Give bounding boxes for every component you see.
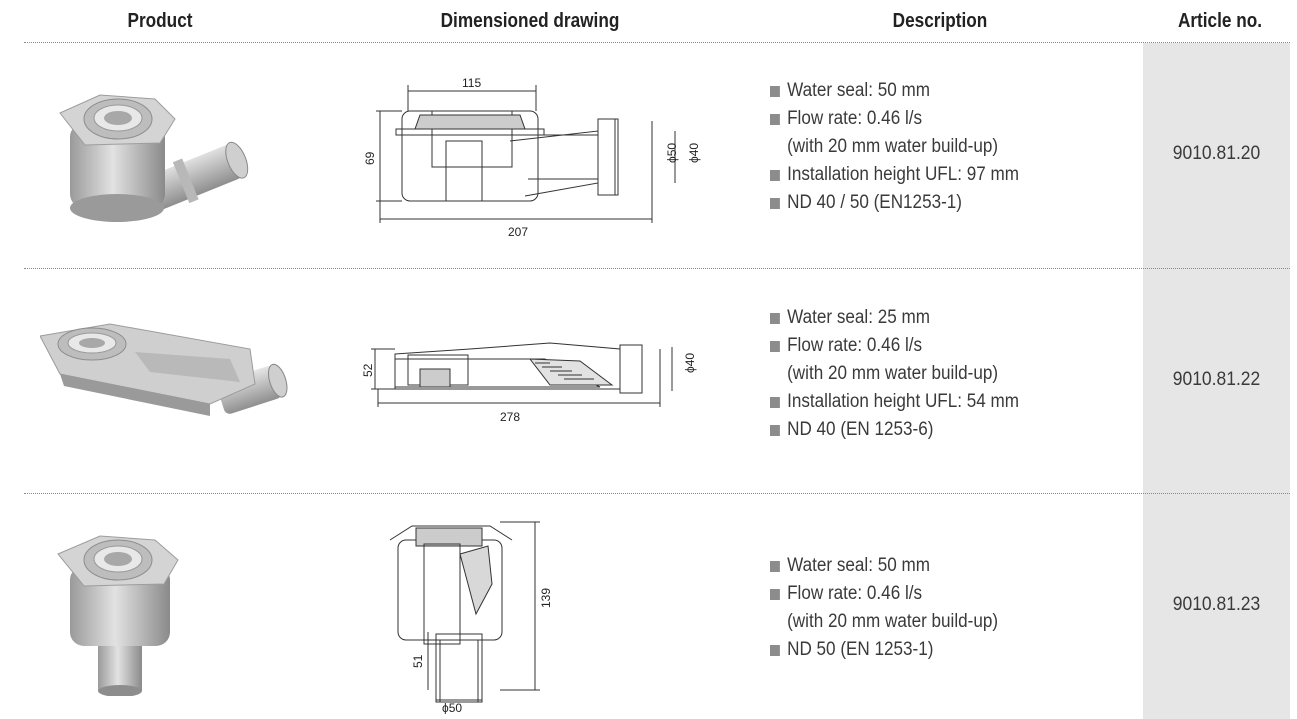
- table-row: 52 278 ϕ40 Water seal: 25 mm Flow rate: …: [0, 269, 1297, 493]
- header-dimensioned-drawing: Dimensioned drawing: [440, 9, 620, 32]
- product-image-9010-81-22: [40, 304, 300, 454]
- svg-text:ϕ40: ϕ40: [683, 353, 697, 373]
- bullet-square-icon: [770, 313, 780, 324]
- list-item: Flow rate: 0.46 l/s: [770, 105, 1103, 133]
- table-row: 115 69 207 ϕ50 ϕ40: [0, 43, 1297, 268]
- list-item: Water seal: 25 mm: [770, 304, 1103, 332]
- list-item: Flow rate: 0.46 l/s: [770, 332, 1103, 360]
- bullet-square-icon: [770, 114, 780, 125]
- list-item: Water seal: 50 mm: [770, 552, 1103, 580]
- dimensioned-drawing-9010-81-20: 115 69 207 ϕ50 ϕ40: [350, 71, 730, 241]
- header-product: Product: [127, 9, 193, 32]
- list-item: ND 40 (EN 1253-6): [770, 416, 1103, 444]
- row-divider: [24, 493, 1290, 494]
- product-image-9010-81-20: [40, 83, 300, 233]
- bullet-square-icon: [770, 198, 780, 209]
- table-row: 139 51 ϕ50 Water seal: 50 mm Flow rate: …: [0, 494, 1297, 719]
- header-description: Description: [892, 9, 988, 32]
- bullet-square-icon: [770, 86, 780, 97]
- bullet-square-icon: [770, 170, 780, 181]
- dimensioned-drawing-9010-81-23: 139 51 ϕ50: [350, 514, 730, 714]
- svg-text:69: 69: [363, 151, 377, 165]
- bullet-square-icon: [770, 397, 780, 408]
- description-9010-81-20: Water seal: 50 mm Flow rate: 0.46 l/s (w…: [770, 77, 1103, 217]
- list-item: Installation height UFL: 54 mm: [770, 388, 1103, 416]
- list-item-continuation: (with 20 mm water build-up): [787, 611, 999, 632]
- list-item: Installation height UFL: 97 mm: [770, 161, 1103, 189]
- list-item-continuation: (with 20 mm water build-up): [787, 363, 999, 384]
- svg-text:139: 139: [539, 588, 553, 608]
- list-item-continuation: (with 20 mm water build-up): [787, 136, 999, 157]
- header-divider: [24, 42, 1290, 43]
- svg-text:207: 207: [508, 225, 528, 239]
- svg-text:ϕ50: ϕ50: [442, 701, 462, 714]
- svg-text:51: 51: [411, 654, 425, 668]
- article-number: 9010.81.23: [1172, 594, 1261, 615]
- svg-text:ϕ40: ϕ40: [687, 143, 701, 163]
- row-divider: [24, 268, 1290, 269]
- bullet-square-icon: [770, 645, 780, 656]
- list-item: Water seal: 50 mm: [770, 77, 1103, 105]
- article-column-background: [1143, 43, 1290, 719]
- bullet-square-icon: [770, 561, 780, 572]
- svg-text:52: 52: [361, 363, 375, 377]
- product-image-9010-81-23: [40, 526, 300, 696]
- bullet-square-icon: [770, 341, 780, 352]
- list-item: Flow rate: 0.46 l/s: [770, 580, 1103, 608]
- svg-text:278: 278: [500, 410, 520, 424]
- list-item: ND 40 / 50 (EN1253-1): [770, 189, 1103, 217]
- bullet-square-icon: [770, 589, 780, 600]
- list-item: ND 50 (EN 1253-1): [770, 636, 1103, 664]
- description-9010-81-23: Water seal: 50 mm Flow rate: 0.46 l/s (w…: [770, 552, 1103, 664]
- svg-text:ϕ50: ϕ50: [665, 143, 679, 163]
- header-article-no: Article no.: [1177, 9, 1263, 32]
- article-number: 9010.81.22: [1172, 369, 1261, 390]
- description-9010-81-22: Water seal: 25 mm Flow rate: 0.46 l/s (w…: [770, 304, 1103, 444]
- svg-text:115: 115: [462, 76, 481, 90]
- bullet-square-icon: [770, 425, 780, 436]
- dimensioned-drawing-9010-81-22: 52 278 ϕ40: [350, 319, 730, 439]
- article-number: 9010.81.20: [1172, 143, 1261, 164]
